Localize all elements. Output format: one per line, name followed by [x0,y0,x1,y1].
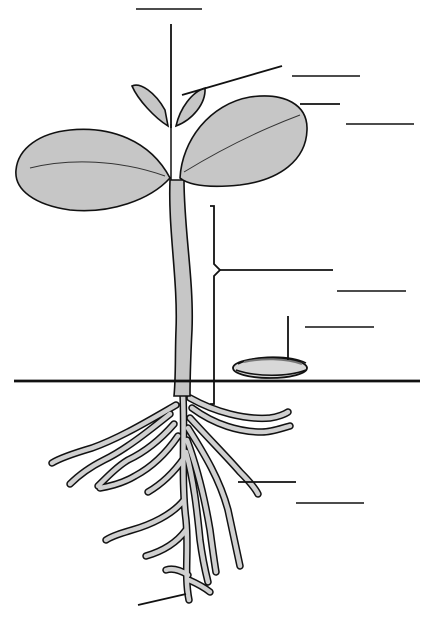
plumule-leaf-left [132,85,168,126]
right-cotyledon-leaf [180,96,307,186]
leader-root-tip [138,594,186,605]
stem-bracket [210,206,220,404]
root-system [52,395,290,600]
plumule-leaf-right [176,88,205,126]
seed-coat [233,357,307,378]
leader-plumule [182,66,282,95]
stem [170,180,193,396]
